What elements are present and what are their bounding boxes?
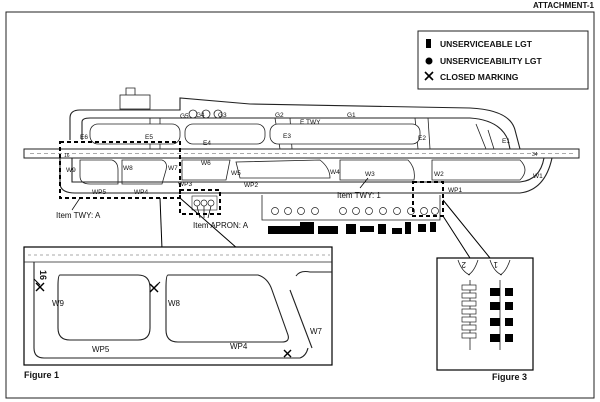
label-wp3: WP3 <box>178 181 192 188</box>
label-g1: G1 <box>347 112 356 119</box>
figure1-island-w7 <box>289 270 332 349</box>
label-g5: G5 <box>180 113 189 120</box>
south-island-w5 <box>235 159 331 179</box>
figure1-island-w9 <box>57 274 151 341</box>
legend-item-unserviceability-lgt: UNSERVICEABILITY LGT <box>440 56 543 66</box>
figure1-arrow-2 <box>153 281 161 289</box>
leader-twy-1 <box>359 177 369 189</box>
figure3-frame <box>436 257 534 371</box>
label-g3: G3 <box>218 112 227 119</box>
figure1-closed-marking-3 <box>283 349 292 358</box>
callout-item-apron-a: Item APRON: A <box>193 221 249 230</box>
label-w5: W5 <box>231 170 241 177</box>
label-w7: W7 <box>168 165 178 172</box>
g-apron-notch <box>125 87 136 95</box>
south-island-w6 <box>181 159 231 181</box>
label-w9: W9 <box>66 167 76 174</box>
dashed-box-apron-a <box>179 189 221 215</box>
figure-1: 16 W9 W8 W7 WP5 WP4 Figure 1 <box>23 246 333 380</box>
figure1-arrow-1 <box>33 278 41 286</box>
label-e6: E6 <box>80 134 88 141</box>
outer-frame <box>5 11 595 399</box>
taxiway-w <box>59 157 553 194</box>
unserviceable-lgt-icon <box>426 39 431 48</box>
figure1-label-wp4: WP4 <box>230 342 248 351</box>
label-rwy-16: 16 <box>64 153 70 159</box>
south-island-w4 <box>339 159 415 181</box>
leader-figure3-a <box>442 215 471 259</box>
g-stand-circles <box>188 109 223 119</box>
terminal-buildings <box>268 222 436 234</box>
south-island-w8 <box>121 159 167 185</box>
label-wp1: WP1 <box>448 187 462 194</box>
figure1-closed-marking-1 <box>35 282 45 292</box>
figure1-frame <box>23 246 333 366</box>
figure3-caption: Figure 3 <box>492 372 527 382</box>
label-e5: E5 <box>145 134 153 141</box>
label-wp5: WP5 <box>92 189 106 196</box>
unserviceability-lgt-icon <box>425 57 433 65</box>
figure3-unserviceable-lgt <box>490 288 513 342</box>
legend-box <box>417 30 589 90</box>
label-w6: W6 <box>201 160 211 167</box>
apron-a-stands <box>193 199 215 207</box>
label-g2: G2 <box>275 112 284 119</box>
south-island-w9 <box>79 159 119 185</box>
figure3-col-right: 1 <box>493 260 498 269</box>
runway <box>23 148 580 159</box>
legend-item-unserviceable-lgt: UNSERVICEABLE LGT <box>440 39 533 49</box>
north-block-e3 <box>269 123 421 145</box>
figure1-label-w8: W8 <box>168 299 181 308</box>
label-w4: W4 <box>330 169 340 176</box>
leader-twy-a <box>71 197 81 211</box>
overview-map: G5 G4 G3 G2 G1 E TWY E1 E2 E3 E4 E5 E6 W… <box>23 87 580 259</box>
callout-item-twy-1: Item TWY: 1 <box>337 191 381 200</box>
figure3-stands-left <box>461 284 477 339</box>
leader-figure1-a <box>159 197 163 250</box>
figure1-label-w7: W7 <box>310 327 323 336</box>
label-wp4: WP4 <box>134 189 148 196</box>
dashed-box-twy-1 <box>412 181 444 217</box>
figure3-taxiway-lines <box>457 259 511 350</box>
label-e1: E1 <box>502 138 510 145</box>
label-e2: E2 <box>418 135 426 142</box>
label-w8: W8 <box>123 165 133 172</box>
figure1-runway-number: 16 <box>38 270 48 280</box>
leader-figure1-b <box>179 197 239 250</box>
legend-item-closed-marking: CLOSED MARKING <box>440 72 519 82</box>
leader-apron-a-1 <box>196 205 201 219</box>
label-g4: G4 <box>196 112 205 119</box>
leader-apron-a-3 <box>207 205 212 219</box>
label-e4: E4 <box>203 140 211 147</box>
label-e-twy: E TWY <box>300 119 321 126</box>
apron-outline <box>261 195 441 221</box>
dashed-box-twy-a <box>59 141 181 199</box>
closed-marking-icon <box>424 71 434 81</box>
label-rwy-34: 34 <box>532 152 538 158</box>
label-wp2: WP2 <box>244 182 258 189</box>
figure1-caption: Figure 1 <box>24 370 59 380</box>
south-island-w2 <box>431 159 526 181</box>
figure1-island-w8 <box>165 274 289 343</box>
legend: UNSERVICEABLE LGT UNSERVICEABILITY LGT C… <box>417 30 589 90</box>
callout-item-twy-a: Item TWY: A <box>56 211 101 220</box>
figure1-label-w9: W9 <box>52 299 65 308</box>
apron-stands <box>271 207 439 215</box>
attachment-label: ATTACHMENT-1 <box>533 1 595 10</box>
apron-a-box <box>191 195 218 211</box>
label-w3: W3 <box>365 171 375 178</box>
g-apron <box>119 94 151 110</box>
leader-figure3-b <box>442 199 491 259</box>
figure-3: 2 1 Figure 3 <box>436 257 534 382</box>
north-block-e5 <box>89 123 181 145</box>
figure1-label-wp5: WP5 <box>92 345 110 354</box>
figure3-col-left: 2 <box>461 260 466 269</box>
label-e3: E3 <box>283 133 291 140</box>
figure1-taxiway-outer <box>33 262 309 359</box>
north-block-e4 <box>184 123 266 145</box>
taxiway-e <box>69 97 521 150</box>
label-w1: W1 <box>533 173 543 180</box>
label-w2: W2 <box>434 171 444 178</box>
